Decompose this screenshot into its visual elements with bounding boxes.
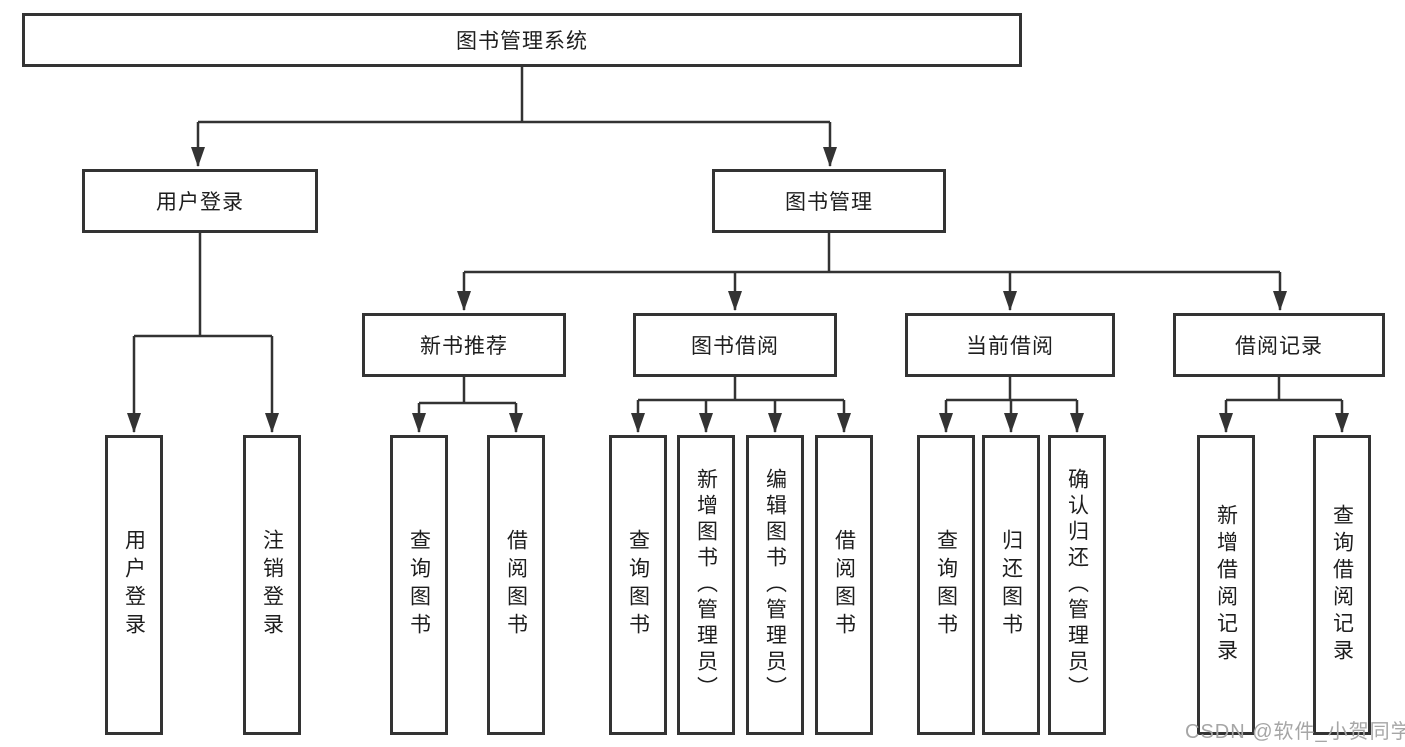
node-root-system: 图书管理系统	[22, 13, 1022, 67]
leaf-borrow-books-recommend: 借阅图书	[487, 435, 545, 735]
leaf-query-borrow-record: 查询借阅记录	[1313, 435, 1371, 735]
csdn-watermark: CSDN @软件_小贺同学	[1185, 721, 1405, 743]
leaf-add-borrow-record: 新增借阅记录	[1197, 435, 1255, 735]
node-new-book-recommend: 新书推荐	[362, 313, 566, 377]
node-borrow-records: 借阅记录	[1173, 313, 1385, 377]
leaf-return-books: 归还图书	[982, 435, 1040, 735]
leaf-query-books-recommend: 查询图书	[390, 435, 448, 735]
node-current-borrow: 当前借阅	[905, 313, 1115, 377]
leaf-query-books-borrow: 查询图书	[609, 435, 667, 735]
node-book-management: 图书管理	[712, 169, 946, 233]
leaf-query-books-current: 查询图书	[917, 435, 975, 735]
node-user-login: 用户登录	[82, 169, 318, 233]
leaf-logout: 注销登录	[243, 435, 301, 735]
leaf-user-login: 用户登录	[105, 435, 163, 735]
leaf-edit-books-admin: 编辑图书（管理员）	[746, 435, 804, 735]
leaf-borrow-books: 借阅图书	[815, 435, 873, 735]
leaf-add-books-admin: 新增图书（管理员）	[677, 435, 735, 735]
node-book-borrow: 图书借阅	[633, 313, 837, 377]
leaf-confirm-return-admin: 确认归还（管理员）	[1048, 435, 1106, 735]
